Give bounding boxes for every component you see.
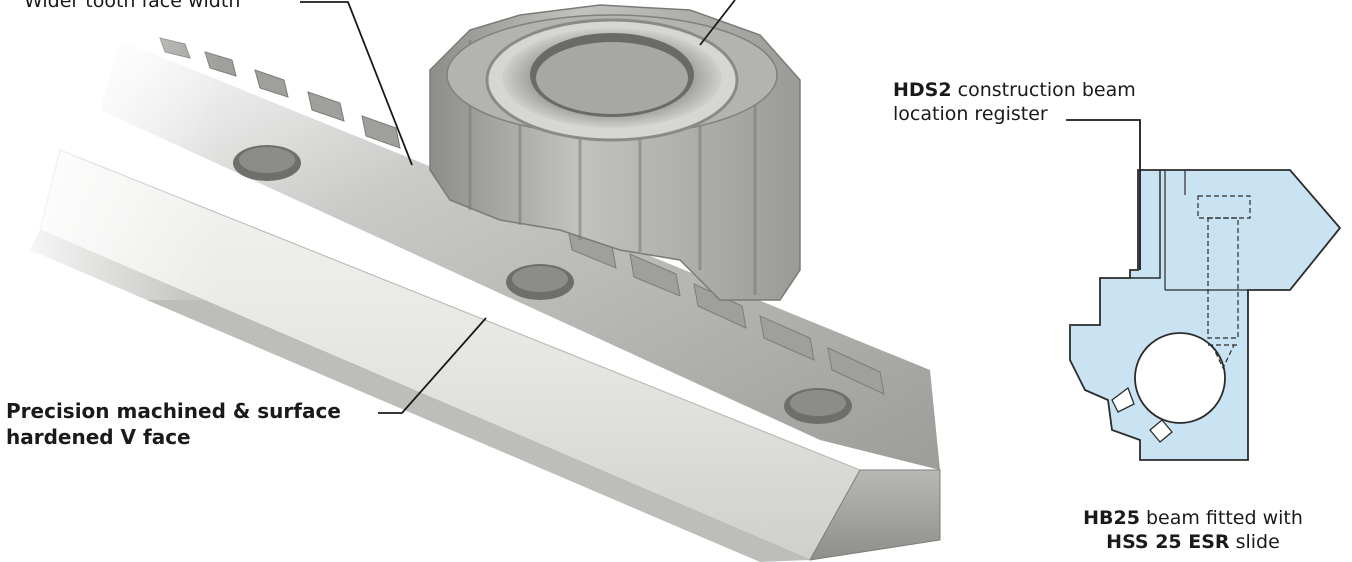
hds2-line1: HDS2 construction beam xyxy=(893,78,1136,102)
pinion-gear-illustration xyxy=(429,4,801,301)
hss-rest: slide xyxy=(1229,531,1280,553)
hds2-rest: construction beam xyxy=(951,79,1136,101)
tooth-width-label: Wider tooth face width xyxy=(24,0,240,13)
leader-tooth-width xyxy=(300,1,413,166)
hss-line2: HSS 25 ESR slide xyxy=(1068,530,1318,554)
hss-bold: HSS 25 ESR xyxy=(1106,531,1230,553)
mounting-holes xyxy=(233,145,852,424)
v-face-line1: Precision machined & surface xyxy=(6,399,341,423)
v-face-label: Precision machined & surface hardened V … xyxy=(6,398,341,450)
beam-cross-section-diagram xyxy=(1069,169,1342,461)
gear-rack-illustration xyxy=(0,0,941,562)
leader-gear xyxy=(699,0,736,46)
hb25-rest: beam fitted with xyxy=(1139,507,1303,529)
hb25-bold: HB25 xyxy=(1083,507,1140,529)
hds2-label: HDS2 construction beam location register xyxy=(893,78,1136,126)
v-face-line2: hardened V face xyxy=(6,425,191,449)
hb25-caption: HB25 beam fitted with HSS 25 ESR slide xyxy=(1068,506,1318,554)
leader-hds2 xyxy=(1066,119,1141,270)
hds2-bold: HDS2 xyxy=(893,79,952,101)
leader-lines xyxy=(300,0,1141,414)
leader-v-face xyxy=(378,317,487,414)
hds2-line2: location register xyxy=(893,103,1048,125)
tooth-width-text: Wider tooth face width xyxy=(24,0,241,12)
hb25-line1: HB25 beam fitted with xyxy=(1068,506,1318,530)
